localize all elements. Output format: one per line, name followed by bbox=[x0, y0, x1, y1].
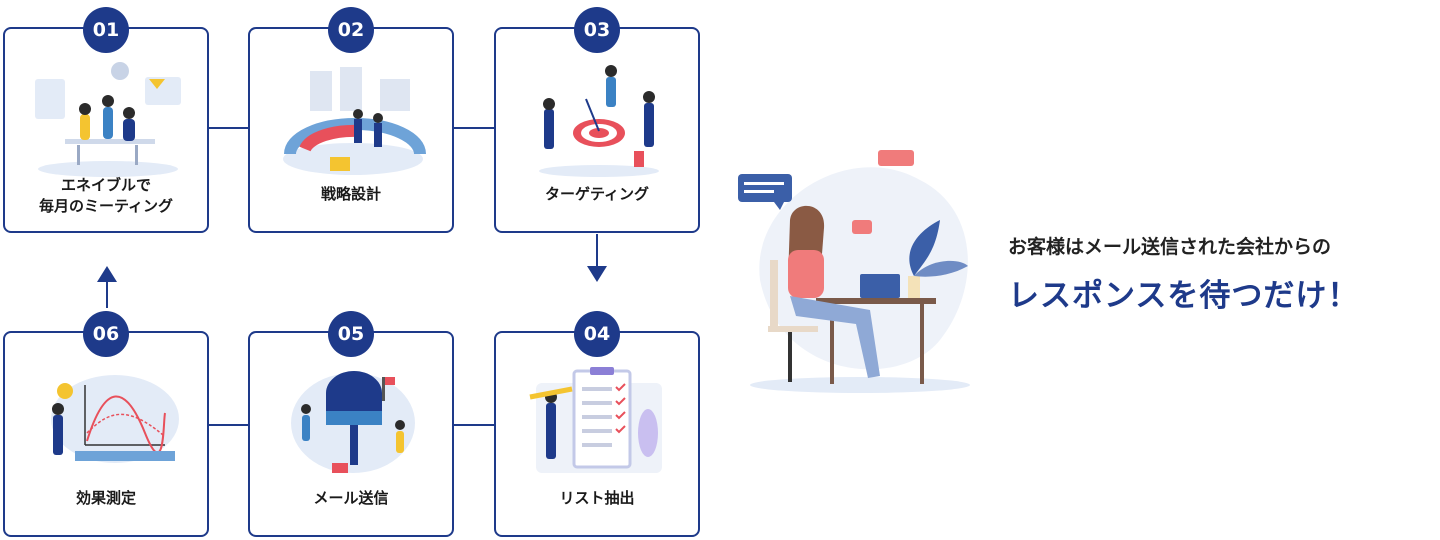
strategy-planning-illustration bbox=[283, 67, 426, 175]
checklist-illustration bbox=[529, 367, 662, 473]
connector-05-06 bbox=[208, 424, 248, 426]
arrow-up-icon bbox=[97, 266, 117, 282]
measurement-graph-illustration bbox=[51, 375, 179, 463]
step-card-06: 06 効果測定 bbox=[3, 311, 209, 537]
team-meeting-illustration bbox=[35, 62, 181, 177]
step-label: 戦略設計 bbox=[320, 185, 381, 203]
woman-at-laptop-illustration bbox=[738, 150, 970, 393]
target-illustration bbox=[539, 65, 659, 177]
chat-bubble-icon bbox=[738, 174, 792, 202]
step-card-01: 01 エネイブルで 毎月のミーティング bbox=[3, 7, 209, 233]
step-label: ターゲティング bbox=[544, 185, 650, 203]
step-number-badge: 04 bbox=[574, 311, 620, 357]
step-card-02: 02 戦略設計 bbox=[248, 7, 454, 233]
step-label: エネイブルで 毎月のミーティング bbox=[38, 176, 174, 215]
connector-06-01 bbox=[106, 282, 108, 308]
step-number-badge: 05 bbox=[328, 311, 374, 357]
step-number-badge: 01 bbox=[83, 7, 129, 53]
arrow-down-icon bbox=[587, 266, 607, 282]
connector-04-05 bbox=[454, 424, 494, 426]
step-label: メール送信 bbox=[313, 489, 389, 507]
step-number-badge: 06 bbox=[83, 311, 129, 357]
mailbox-illustration bbox=[291, 371, 415, 473]
message-headline: レスポンスを待つだけ！ bbox=[1008, 278, 1360, 314]
step-number-badge: 03 bbox=[574, 7, 620, 53]
step-card-05: 05 メール送信 bbox=[248, 311, 454, 537]
step-card-03: 03 ターゲティング bbox=[494, 7, 700, 233]
step-label: 効果測定 bbox=[75, 489, 136, 507]
step-number-badge: 02 bbox=[328, 7, 374, 53]
connector-01-02 bbox=[208, 127, 248, 129]
connector-02-03 bbox=[454, 127, 494, 129]
step-label: リスト抽出 bbox=[559, 489, 635, 507]
message-subtitle: お客様はメール送信された会社からの bbox=[1008, 236, 1332, 258]
step-card-04: 04 リスト抽出 bbox=[494, 311, 700, 537]
connector-03-04 bbox=[596, 234, 598, 268]
